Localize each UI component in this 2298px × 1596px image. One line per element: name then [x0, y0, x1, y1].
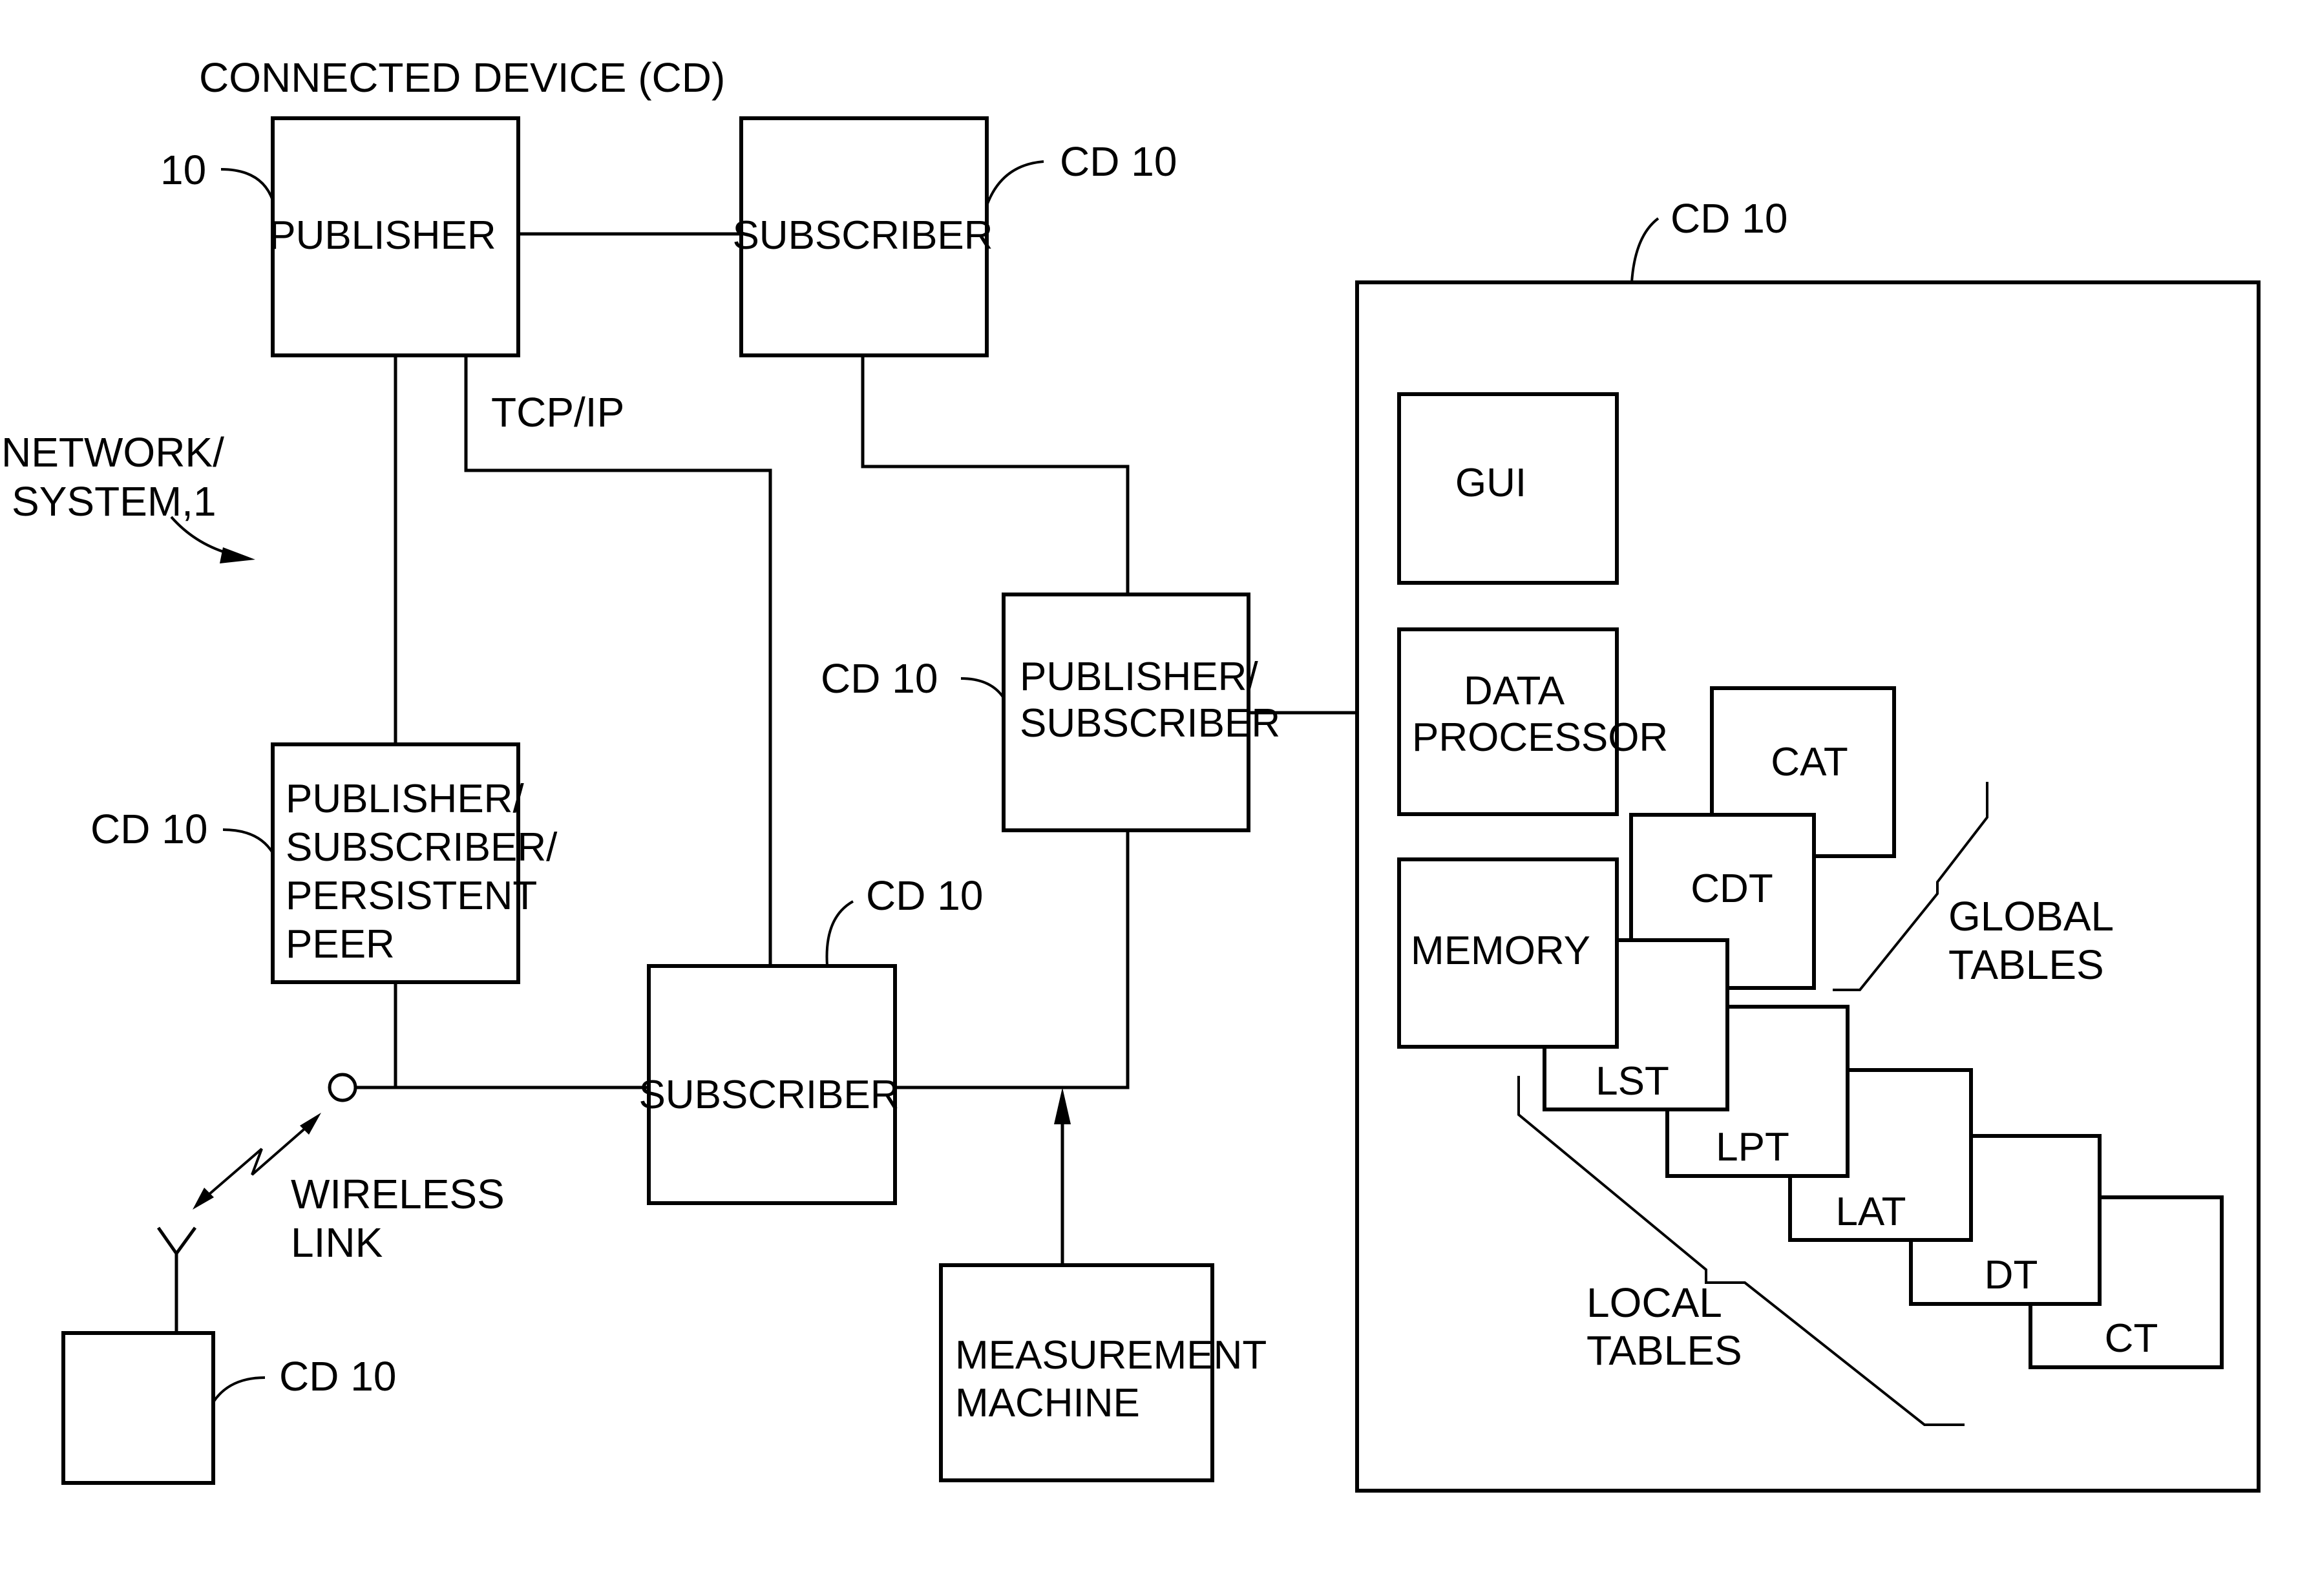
measurement-machine: MEASUREMENT MACHINE — [941, 1265, 1267, 1480]
lightning-arrow-down — [193, 1188, 214, 1210]
persistent-line-2: SUBSCRIBER/ — [286, 825, 558, 870]
tcpip-label: TCP/IP — [491, 389, 624, 436]
subscriber-top-device: SUBSCRIBER — [732, 118, 993, 355]
ref-persistent: CD 10 — [90, 806, 207, 852]
persistent-line-3: PERSISTENT — [286, 874, 537, 918]
leader-pubsub-mid-ref — [961, 678, 1004, 698]
leader-wireless-device-ref — [213, 1378, 265, 1402]
antenna-head — [158, 1228, 195, 1254]
memory-block: MEMORY — [1399, 859, 1617, 1047]
publisher-device: PUBLISHER — [269, 118, 518, 355]
ref-pubsub-mid: CD 10 — [821, 655, 938, 702]
leader-persistent-ref — [223, 830, 273, 853]
gui-block: GUI — [1399, 394, 1617, 583]
wireless-node — [330, 1075, 355, 1100]
ref-wireless-device: CD 10 — [279, 1353, 396, 1400]
svg-text:LST: LST — [1596, 1059, 1669, 1104]
connected-device-detail: GUI DATA PROCESSOR CAT CDT CT DT LAT — [1357, 282, 2259, 1491]
ref-container: CD 10 — [1671, 195, 1787, 242]
pubsub-mid-line-2: SUBSCRIBER — [1020, 701, 1280, 746]
local-tables-line-1: LOCAL — [1586, 1279, 1722, 1326]
leader-subscriber-top-ref — [987, 162, 1044, 205]
publisher-label: PUBLISHER — [269, 213, 496, 258]
subscriber-bottom-label: SUBSCRIBER — [638, 1073, 899, 1117]
global-tables-line-2: TABLES — [1948, 941, 2104, 988]
header-label: CONNECTED DEVICE (CD) — [199, 54, 725, 101]
leader-publisher-ref — [221, 169, 273, 200]
persistent-line-4: PEER — [286, 922, 395, 967]
persistent-peer-device: PUBLISHER/ SUBSCRIBER/ PERSISTENT PEER — [273, 744, 558, 982]
wireless-device — [63, 1333, 213, 1483]
svg-text:CAT: CAT — [1771, 740, 1848, 784]
measurement-line-1: MEASUREMENT — [955, 1333, 1267, 1378]
local-tables-line-2: TABLES — [1586, 1327, 1742, 1374]
data-processor-line-1: DATA — [1464, 669, 1565, 713]
ref-subscriber-top: CD 10 — [1060, 138, 1177, 185]
wireless-label-line-2: LINK — [291, 1219, 383, 1266]
leader-subscriber-bottom-ref — [827, 901, 854, 966]
subscriber-bottom-device: SUBSCRIBER — [638, 966, 899, 1203]
network-label-line-2: SYSTEM,1 — [12, 478, 216, 525]
ref-subscriber-bottom: CD 10 — [866, 872, 983, 919]
network-label-line-1: NETWORK/ — [1, 429, 224, 476]
persistent-line-1: PUBLISHER/ — [286, 777, 524, 821]
measurement-line-2: MACHINE — [955, 1381, 1140, 1425]
network-arrowhead — [220, 547, 255, 563]
gui-label: GUI — [1455, 461, 1526, 505]
global-tables-line-1: GLOBAL — [1948, 893, 2114, 940]
svg-text:DT: DT — [1985, 1253, 2038, 1297]
pubsub-mid-device: PUBLISHER/ SUBSCRIBER — [1004, 594, 1280, 830]
wire-subscriber-pubsub-mid — [895, 830, 1128, 1087]
data-processor-line-2: PROCESSOR — [1412, 715, 1668, 760]
svg-text:CT: CT — [2105, 1316, 2158, 1361]
svg-text:LAT: LAT — [1835, 1190, 1906, 1234]
wire-subscriber-pubsub — [863, 355, 1128, 594]
svg-text:CDT: CDT — [1691, 866, 1773, 911]
wireless-label-line-1: WIRELESS — [291, 1171, 505, 1217]
memory-label: MEMORY — [1411, 929, 1590, 973]
measurement-arrowhead — [1054, 1087, 1071, 1124]
subscriber-top-label: SUBSCRIBER — [732, 213, 993, 258]
ref-publisher: 10 — [160, 147, 206, 193]
pubsub-mid-line-1: PUBLISHER/ — [1020, 655, 1258, 699]
svg-text:LPT: LPT — [1716, 1125, 1789, 1170]
leader-container-ref — [1632, 218, 1658, 282]
